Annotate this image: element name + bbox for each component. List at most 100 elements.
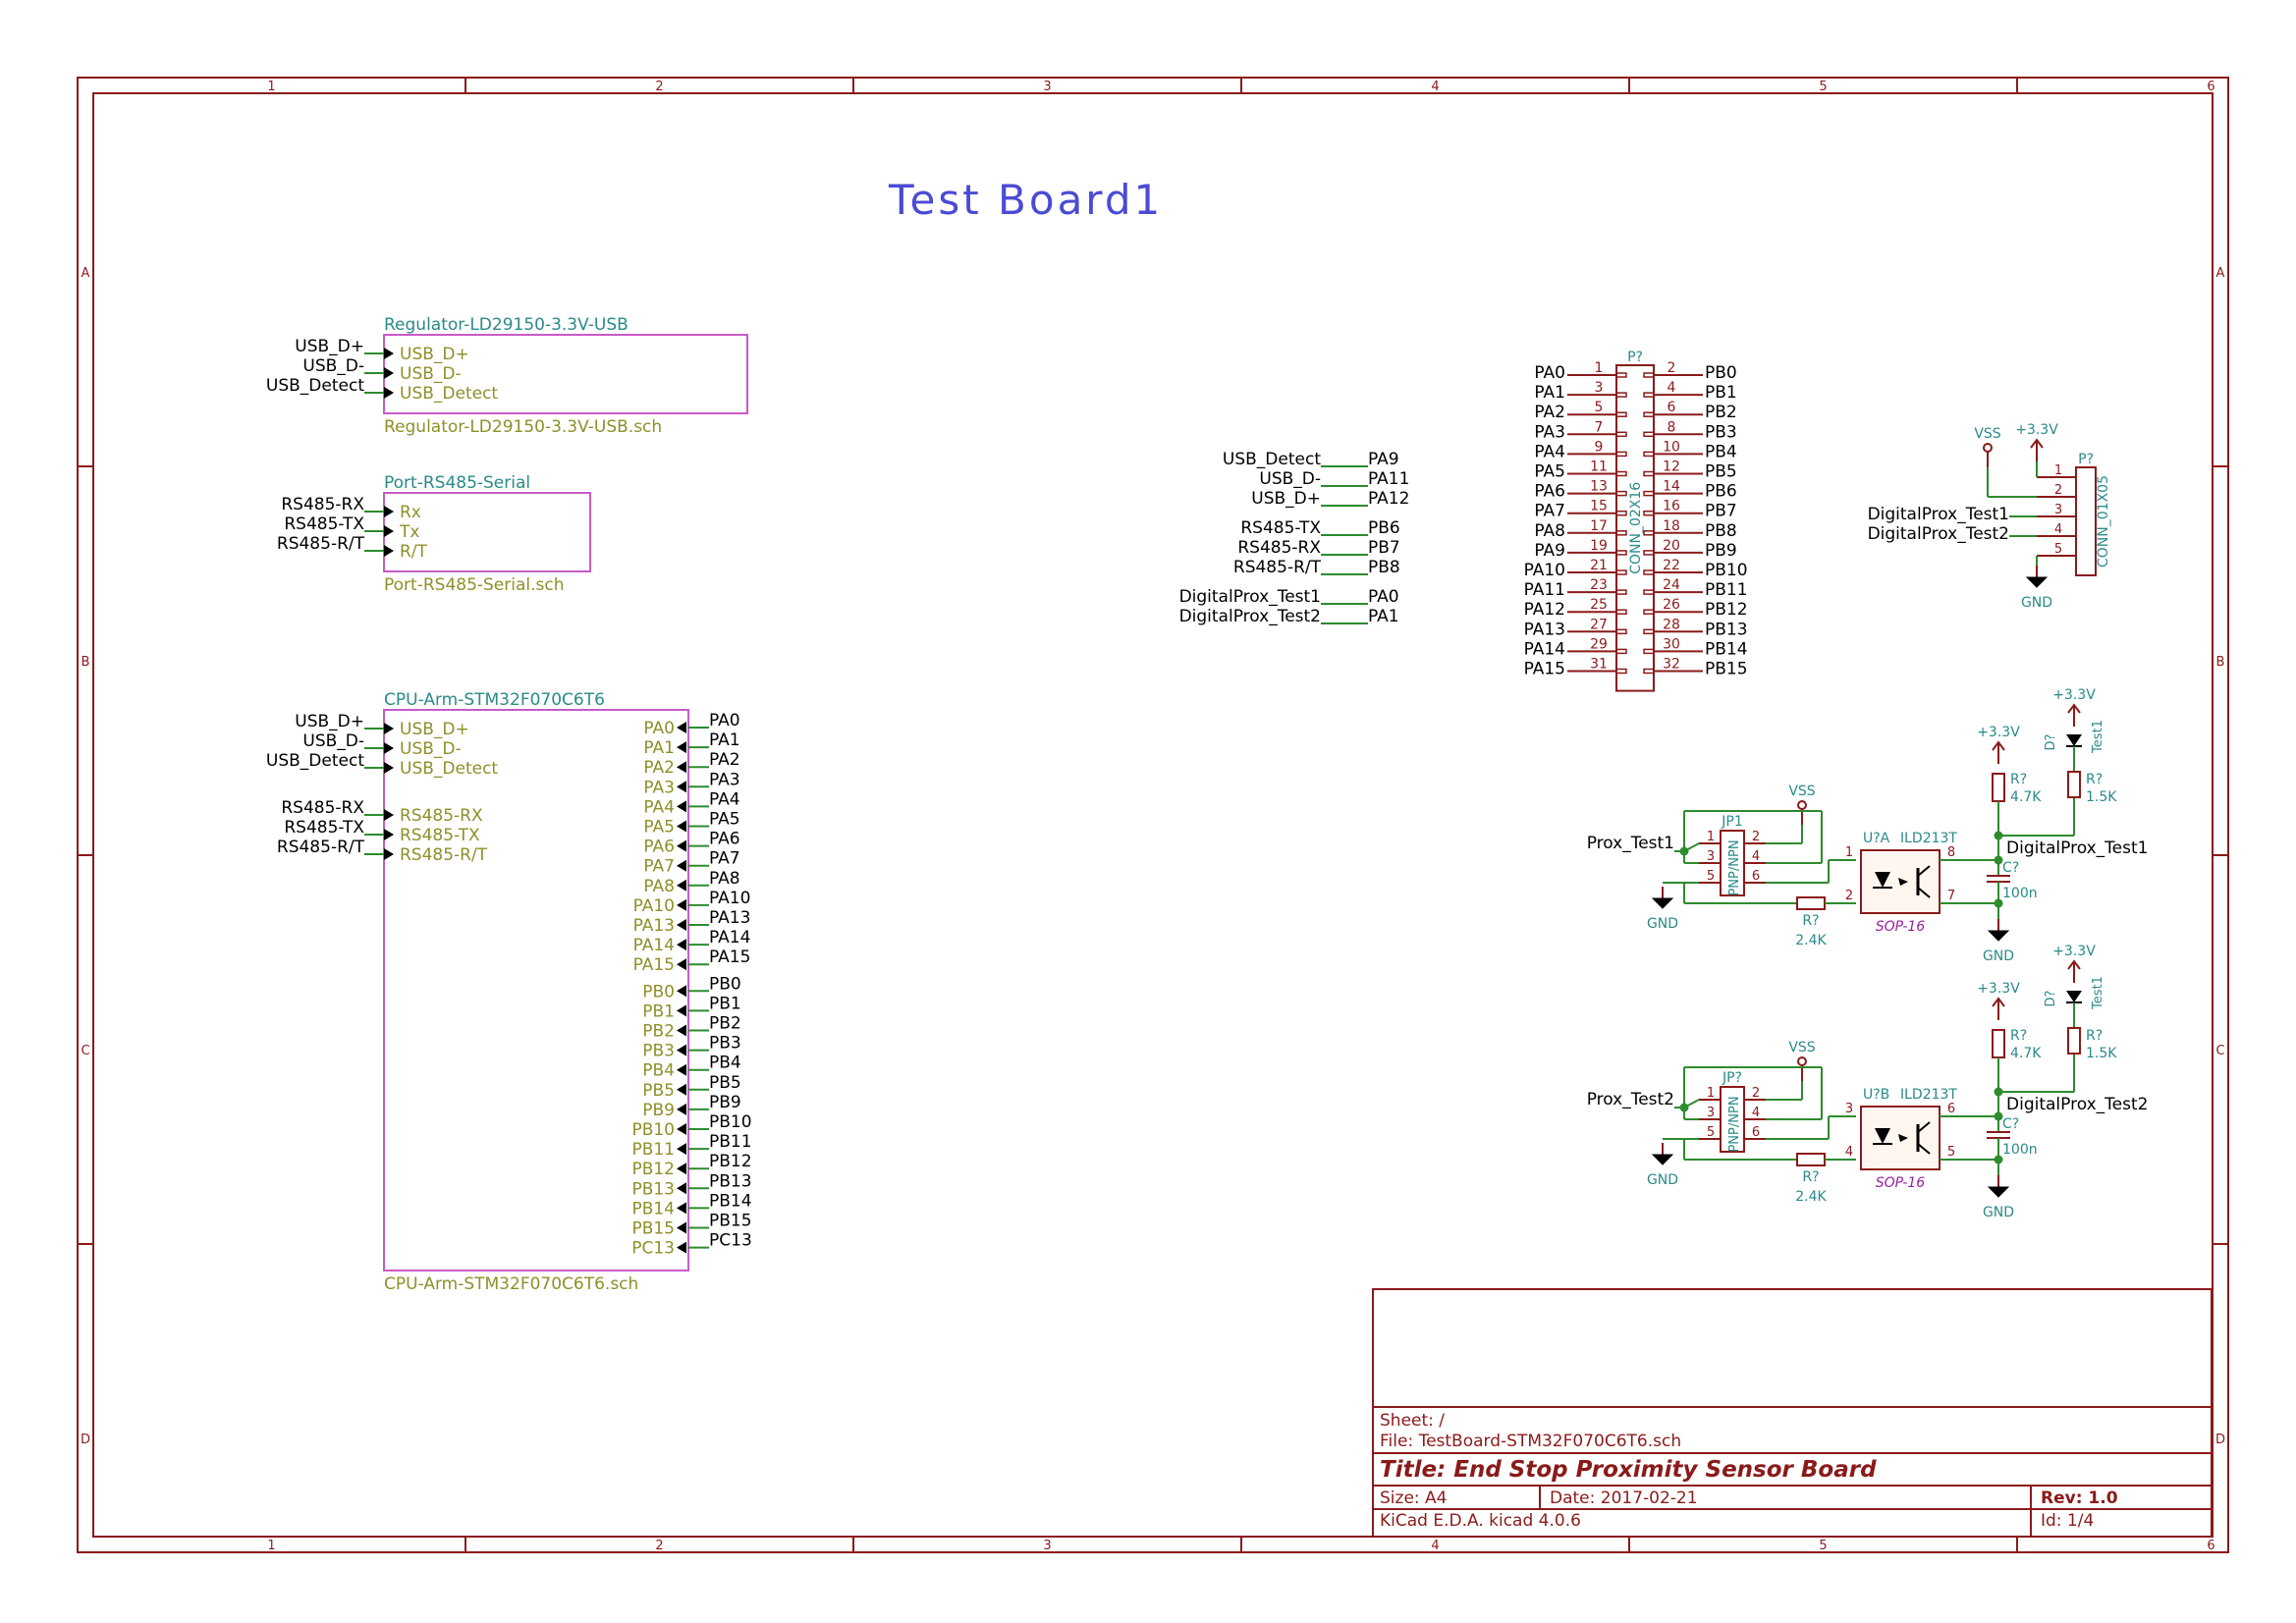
frame-row-label: C	[81, 1044, 89, 1058]
vcc-arrow	[1992, 740, 2005, 751]
pin-stub	[1615, 372, 1627, 378]
pin-stub	[1643, 609, 1655, 615]
resistor-body	[2067, 1027, 2081, 1055]
net-label-to: PA9	[1368, 450, 1399, 469]
resistor-value: 2.4K	[1795, 1189, 1827, 1205]
net-label: PB12	[709, 1152, 752, 1171]
sheet-pin-label: Rx	[400, 503, 421, 522]
pin-number: 24	[1663, 577, 1680, 593]
gnd-label: GND	[1983, 1205, 2014, 1220]
sheet-pin-arrow	[677, 722, 686, 733]
resistor-ref: R?	[2010, 1028, 2027, 1044]
opto-package: SOP-16	[1876, 919, 1926, 935]
net-label: PB15	[709, 1212, 752, 1231]
pin-number: 1	[1845, 845, 1853, 860]
pin-stub	[1615, 550, 1627, 556]
sheet-pin-arrow	[677, 781, 686, 793]
net-label: PA1	[709, 730, 740, 750]
sheet-pin-arrow	[677, 879, 686, 892]
opto-value: ILD213T	[1900, 831, 1957, 846]
net-label: PB3	[709, 1034, 741, 1054]
net-label: PA12	[1524, 600, 1565, 620]
net-label-from: DigitalProx_Test1	[1179, 587, 1321, 607]
sheet-pin-arrow	[384, 762, 394, 774]
sheet-pin-label: PA3	[643, 778, 675, 797]
sheet-pin-arrow	[677, 820, 686, 833]
vss-label: VSS	[1974, 426, 2000, 442]
net-label: PA1	[1534, 383, 1565, 403]
opto-ref: U?A	[1863, 831, 1890, 846]
pin-stub	[1615, 470, 1627, 477]
net-label: PB2	[709, 1014, 741, 1034]
net-label: PA13	[709, 908, 750, 928]
net-label: PB15	[1705, 660, 1748, 679]
sheet-pin-label: PB14	[631, 1199, 675, 1218]
net-label: RS485-R/T	[277, 838, 365, 857]
title-block: Sheet: / File: TestBoard-STM32F070C6T6.s…	[1372, 1288, 2213, 1538]
sheet-pin-label: PA2	[643, 758, 675, 778]
sheet-name: CPU-Arm-STM32F070C6T6	[384, 690, 605, 710]
resistor-value: 1.5K	[2086, 789, 2117, 805]
sheet-pin-label: USB_D+	[400, 720, 469, 739]
pin-number: 6	[1947, 1102, 1955, 1116]
sheet-pin-label: USB_D-	[400, 739, 462, 759]
sheet-pin-arrow	[384, 809, 394, 821]
frame-col-label: 5	[1819, 1539, 1827, 1553]
sheet-pin-arrow	[384, 545, 394, 557]
vcc-label: +3.3V	[2052, 944, 2096, 959]
resistor-body	[1992, 773, 2005, 802]
gnd-label: GND	[1647, 1172, 1678, 1188]
net-label: PA4	[709, 789, 740, 809]
net-label: PB12	[1705, 600, 1748, 620]
sheet-pin-arrow	[384, 348, 394, 359]
pin-number: 6	[1752, 869, 1760, 884]
resistor-value: 2.4K	[1795, 933, 1827, 948]
sheet-pin-label: R/T	[400, 542, 428, 562]
net-label: PB11	[709, 1132, 752, 1152]
pin-number: 3	[2054, 503, 2062, 517]
connector-body	[1615, 364, 1655, 692]
resistor-value: 1.5K	[2086, 1046, 2117, 1061]
light-arrow	[1898, 1134, 1908, 1142]
sheet-pin-arrow	[677, 741, 686, 754]
led-symbol	[2066, 991, 2082, 1002]
pin-stub	[1615, 392, 1627, 398]
vcc-arrow	[1992, 997, 2005, 1007]
resistor-body	[2067, 771, 2081, 798]
net-label: DigitalProx_Test2	[1868, 524, 2009, 544]
pin-stub	[1643, 411, 1655, 417]
net-label: PB6	[1705, 482, 1737, 502]
optocoupler-body	[1860, 849, 1941, 914]
tb-id: Id: 1/4	[2041, 1511, 2094, 1531]
transistor-emitter	[1917, 887, 1931, 898]
net-label-to: PA12	[1368, 489, 1409, 509]
pin-stub	[1643, 392, 1655, 398]
net-label: PB0	[709, 974, 741, 994]
connector-ref: P?	[1627, 350, 1643, 365]
net-label: RS485-TX	[284, 818, 364, 838]
cap-value: 100n	[2002, 886, 2038, 901]
jumper-value: PNP/NPN	[1727, 839, 1742, 895]
net-label: USB_Detect	[266, 751, 364, 771]
pin-number: 10	[1663, 439, 1680, 455]
net-label: Prox_Test2	[1587, 1090, 1674, 1109]
resistor-ref: R?	[2086, 772, 2103, 787]
pin-number: 3	[1845, 1102, 1853, 1116]
sheet-pin-arrow	[677, 1024, 686, 1037]
transistor-collector	[1917, 1121, 1931, 1133]
net-label: PB13	[709, 1171, 752, 1191]
net-label: PA3	[709, 770, 740, 789]
pin-number: 17	[1590, 518, 1608, 534]
sheet-name: Port-RS485-Serial	[384, 473, 530, 493]
sheet-pin-arrow	[677, 1044, 686, 1056]
pin-number: 5	[1707, 869, 1715, 884]
pin-stub	[1615, 490, 1627, 497]
sheet-pin-label: USB_D-	[400, 364, 462, 384]
net-label-to: PB6	[1368, 518, 1400, 538]
net-label: PA10	[1524, 561, 1565, 580]
pin-number: 1	[1707, 1086, 1715, 1101]
pin-number: 5	[1947, 1145, 1955, 1160]
wire	[1683, 1099, 1700, 1109]
